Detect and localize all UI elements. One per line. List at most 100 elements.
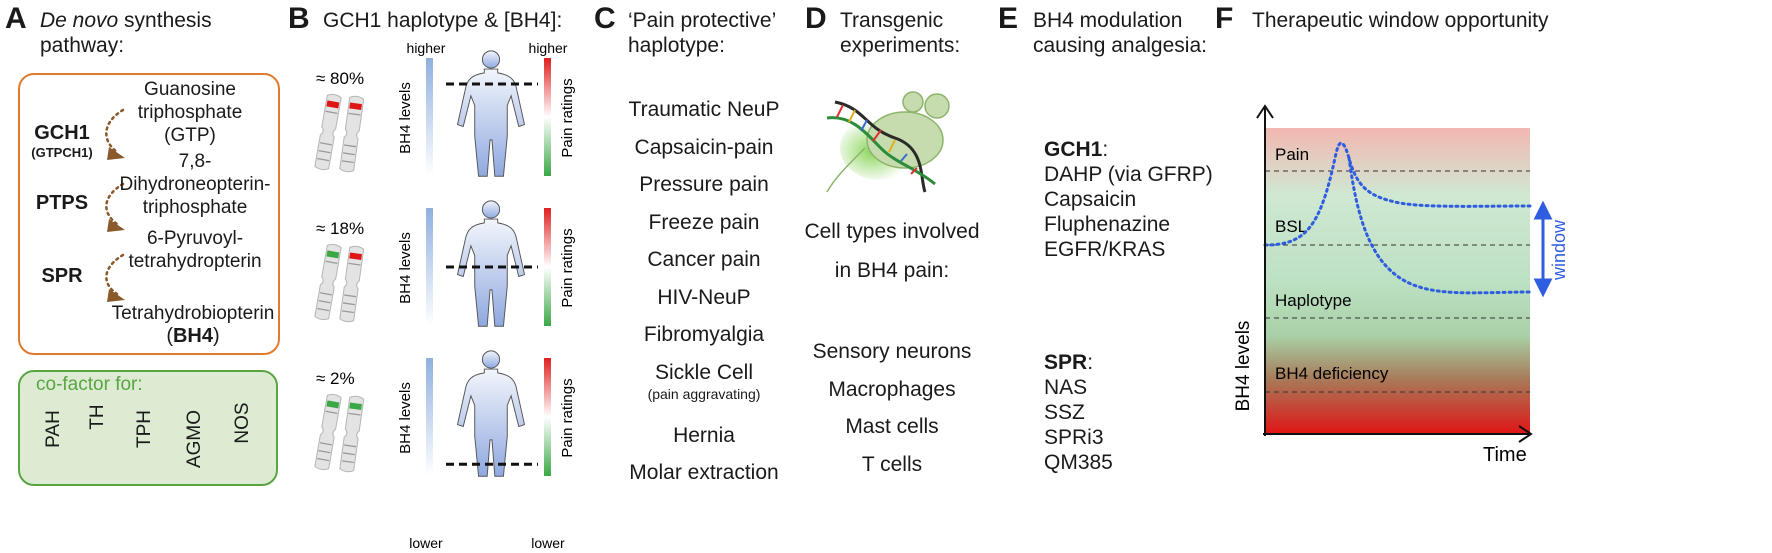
cofactor-tph: TPH xyxy=(134,410,155,448)
chromosome-band xyxy=(326,100,340,109)
bh4-axis-label: BH4 levels xyxy=(397,382,414,454)
pathway-box xyxy=(18,73,280,355)
chromosome-band xyxy=(326,250,340,259)
cofactor-label: co-factor for: xyxy=(36,374,143,395)
band-bsl: BSL xyxy=(1275,217,1307,236)
chromosome-band xyxy=(349,252,362,261)
spr-item: QM385 xyxy=(1044,451,1113,474)
window-arrow xyxy=(1533,200,1553,298)
panel-d-title-line1: Transgenic xyxy=(840,9,944,32)
human-body-icon xyxy=(457,200,525,327)
gtp-line2: triphosphate xyxy=(137,102,243,123)
axes xyxy=(1256,104,1533,443)
pain-axis-label: Pain ratings xyxy=(559,378,576,457)
panel-f-label: F xyxy=(1215,2,1234,35)
bh4-open: ( xyxy=(166,325,173,347)
gch1-modulators: GCH1: DAHP (via GFRP) Capsaicin Fluphena… xyxy=(1044,138,1213,261)
gtp-line3: (GTP) xyxy=(164,125,216,146)
chromosome-band xyxy=(349,402,362,411)
cell-type-item: Mast cells xyxy=(845,415,939,438)
spr-modulators: SPR: NAS SSZ SPRi3 QM385 xyxy=(1044,351,1113,474)
pain-rating-bar xyxy=(544,58,551,176)
panel-a-title: De novo synthesis pathway: xyxy=(40,8,280,58)
spr-item: NAS xyxy=(1044,376,1088,399)
bh4-axis-label: BH4 levels xyxy=(397,232,414,304)
dhnp-line1: 7,8- xyxy=(178,151,212,172)
enzyme-gch1: GCH1 (GTPCH1) xyxy=(22,122,102,160)
enzyme-gch1-sub: (GTPCH1) xyxy=(31,145,93,160)
pain-item: Fibromyalgia xyxy=(643,323,765,346)
pathway-arrows xyxy=(105,108,125,302)
dhnp-label: 7,8- Dihydroneopterin- triphosphate xyxy=(115,150,275,219)
pain-rating-bar xyxy=(544,358,551,476)
panel-d-title-line2: experiments: xyxy=(840,34,961,57)
panel-c-title: ‘Pain protective’ haplotype: xyxy=(628,8,776,58)
enzyme-ptps: PTPS xyxy=(35,192,89,214)
spr-item: SSZ xyxy=(1044,401,1085,424)
panel-d-label: D xyxy=(805,2,827,35)
human-body-icon xyxy=(457,50,525,177)
panel-c-title-line1: ‘Pain protective’ xyxy=(628,9,777,32)
gtp-label: Guanosine triphosphate (GTP) xyxy=(115,78,265,147)
therapeutic-window-diagram: Pain BSL Haplotype BH4 deficiency window… xyxy=(1233,104,1569,466)
gch1-item: EGFR/KRAS xyxy=(1044,238,1166,261)
haplotype-row: ≈ 2% BH4 levels Pain ratings xyxy=(313,350,576,477)
panel-a-title-rest: synthesis xyxy=(118,9,212,32)
bh4-close: ) xyxy=(213,325,220,347)
cofactor-agmo: AGMO xyxy=(184,409,205,469)
cofactor-box xyxy=(18,370,278,486)
band-bh4-deficiency: BH4 deficiency xyxy=(1275,364,1389,383)
dhnp-line2: Dihydroneopterin- xyxy=(119,174,271,195)
panel-e-title: BH4 modulation causing analgesia: xyxy=(1033,8,1207,58)
pain-axis-label: Pain ratings xyxy=(559,78,576,157)
pain-item: Hernia xyxy=(673,423,735,447)
pain-item: HIV-NeuP xyxy=(657,285,751,309)
pain-item: Molar extraction xyxy=(629,461,779,484)
haplotype-percent: ≈ 18% xyxy=(316,219,364,238)
ppt-line1: 6-Pyruvoyl- xyxy=(146,228,244,249)
dna-icon xyxy=(826,100,936,193)
curve-lower xyxy=(1347,156,1532,295)
pain-item: Capsaicin-pain xyxy=(634,135,774,159)
band-lines xyxy=(1265,170,1530,393)
gtp-line1: Guanosine xyxy=(144,79,236,100)
cofactor-th: TH xyxy=(87,404,108,430)
panel-a-title-line2: pathway: xyxy=(40,34,125,57)
y-axis-label: BH4 levels xyxy=(1233,321,1254,412)
enzyme-spr: SPR xyxy=(41,265,83,287)
chromosome-band xyxy=(326,400,340,409)
pain-rating-bar xyxy=(544,208,551,326)
cell-types-title-line2: in BH4 pain: xyxy=(834,259,950,282)
panel-e-title-line2: causing analgesia: xyxy=(1033,34,1207,57)
ppt-line2: tetrahydropterin xyxy=(128,251,262,272)
pain-list: Traumatic NeuP Capsaicin-pain Pressure p… xyxy=(612,98,796,499)
sickle-note: (pain aggravating) xyxy=(647,385,761,402)
gradient-background xyxy=(1265,128,1530,434)
panel-e-title-line1: BH4 modulation xyxy=(1033,9,1183,32)
band-haplotype: Haplotype xyxy=(1275,291,1352,310)
cofactor-nos: NOS xyxy=(232,402,253,444)
panel-a-label: A xyxy=(5,2,27,35)
cell-type-list: Sensory neurons Macrophages Mast cells T… xyxy=(800,340,984,490)
band-pain: Pain xyxy=(1275,145,1309,164)
cell-type-item: Sensory neurons xyxy=(812,340,972,363)
pain-item: Freeze pain xyxy=(648,210,760,234)
cell-type-item: Macrophages xyxy=(828,377,956,401)
mouse-dna-illustration xyxy=(826,91,950,193)
cofactor-pah: PAH xyxy=(43,410,64,448)
bh4-axis-label: BH4 levels xyxy=(397,82,414,154)
lower-label-right: lower xyxy=(531,535,565,551)
bh4-level-bar xyxy=(426,208,433,326)
panel-f-title: Therapeutic window opportunity xyxy=(1252,9,1549,32)
panel-c-title-line2: haplotype: xyxy=(628,34,725,57)
pain-item: Sickle Cell xyxy=(654,360,754,384)
higher-label-left: higher xyxy=(407,40,446,56)
dhnp-line3: triphosphate xyxy=(142,197,248,218)
panel-b-label: B xyxy=(288,2,310,35)
spr-item: SPRi3 xyxy=(1044,426,1104,449)
window-label: window xyxy=(1549,219,1569,281)
haplotype-percent: ≈ 2% xyxy=(316,369,355,388)
x-axis-label: Time xyxy=(1483,444,1527,466)
